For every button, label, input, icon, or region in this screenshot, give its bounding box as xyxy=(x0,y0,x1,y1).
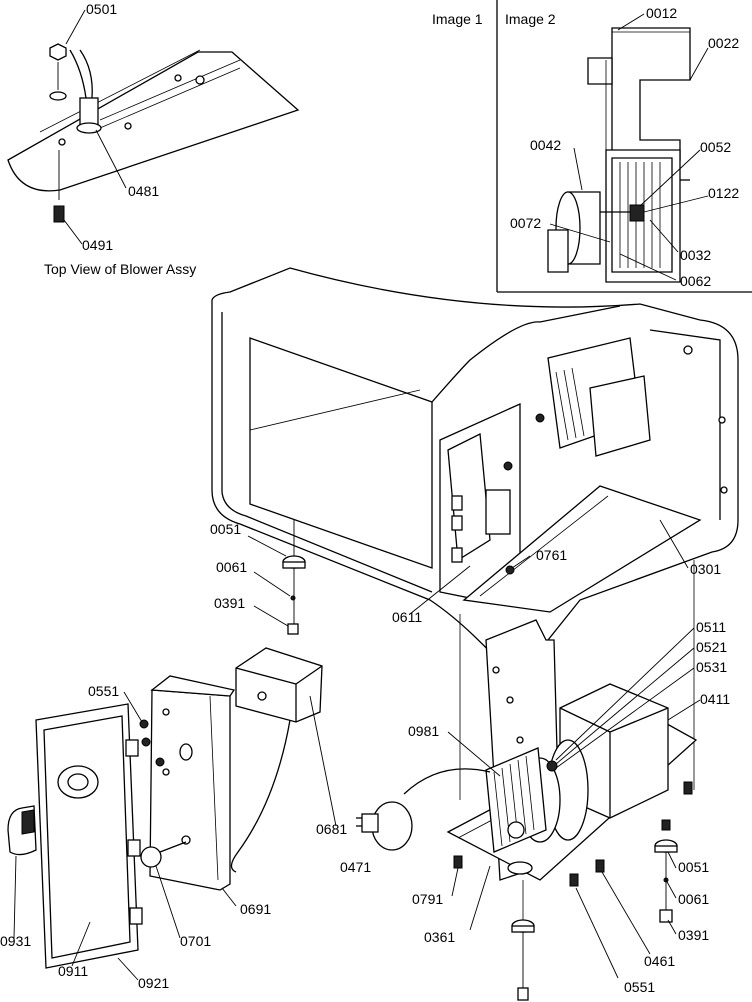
leader-lines xyxy=(13,9,709,981)
label-0481: 0481 xyxy=(128,183,159,199)
label-0061-left: 0061 xyxy=(216,559,247,575)
control-panel-assembly xyxy=(7,647,323,969)
label-0122: 0122 xyxy=(708,185,739,201)
label-0411: 0411 xyxy=(700,691,730,707)
label-0471: 0471 xyxy=(340,859,371,875)
label-0911: 0911 xyxy=(58,963,88,979)
label-0521: 0521 xyxy=(696,639,727,655)
transformer-laminations xyxy=(555,367,585,441)
part-labels: 0501 0481 0491 0012 0022 0042 0052 0122 … xyxy=(0,1,739,995)
label-0701: 0701 xyxy=(180,933,211,949)
left-foot-stack xyxy=(282,520,306,635)
label-0301: 0301 xyxy=(690,561,721,577)
top-view-blower-plate xyxy=(7,43,300,223)
image2-caption: Image 2 xyxy=(505,11,556,27)
label-0791: 0791 xyxy=(412,891,443,907)
bottom-foot-stack xyxy=(511,880,535,1001)
label-0511: 0511 xyxy=(696,619,726,635)
label-0072: 0072 xyxy=(510,215,541,231)
inset-panel: Image 1 Image 2 xyxy=(432,0,752,293)
label-0391-left: 0391 xyxy=(214,595,245,611)
label-0981: 0981 xyxy=(408,723,439,739)
label-0361: 0361 xyxy=(424,929,455,945)
label-0501: 0501 xyxy=(86,1,117,17)
image1-caption: Image 1 xyxy=(432,11,483,27)
label-0551-left: 0551 xyxy=(88,683,119,699)
label-0551-bottom: 0551 xyxy=(624,979,655,995)
top-view-caption: Top View of Blower Assy xyxy=(44,261,196,277)
label-0061-right: 0061 xyxy=(678,891,709,907)
label-0611: 0611 xyxy=(392,609,422,625)
label-0491: 0491 xyxy=(82,237,113,253)
label-0931: 0931 xyxy=(0,933,31,949)
label-0042: 0042 xyxy=(530,137,561,153)
label-0921: 0921 xyxy=(138,975,169,991)
label-0052: 0052 xyxy=(700,139,731,155)
label-0062: 0062 xyxy=(680,273,711,289)
label-0681: 0681 xyxy=(316,821,347,837)
label-0761: 0761 xyxy=(536,547,567,563)
label-0531: 0531 xyxy=(696,659,727,675)
label-0051-left: 0051 xyxy=(210,521,241,537)
inset-blower-assembly xyxy=(547,27,691,283)
base-plate-assembly xyxy=(356,619,698,887)
label-0012: 0012 xyxy=(646,5,677,21)
label-0022: 0022 xyxy=(708,35,739,51)
label-0391-right: 0391 xyxy=(678,927,709,943)
right-foot-stack xyxy=(654,819,678,923)
cabinet-enclosure xyxy=(211,267,739,661)
label-0461: 0461 xyxy=(644,953,675,969)
label-0032: 0032 xyxy=(680,247,711,263)
label-0051-right: 0051 xyxy=(678,859,709,875)
label-0691: 0691 xyxy=(240,901,271,917)
